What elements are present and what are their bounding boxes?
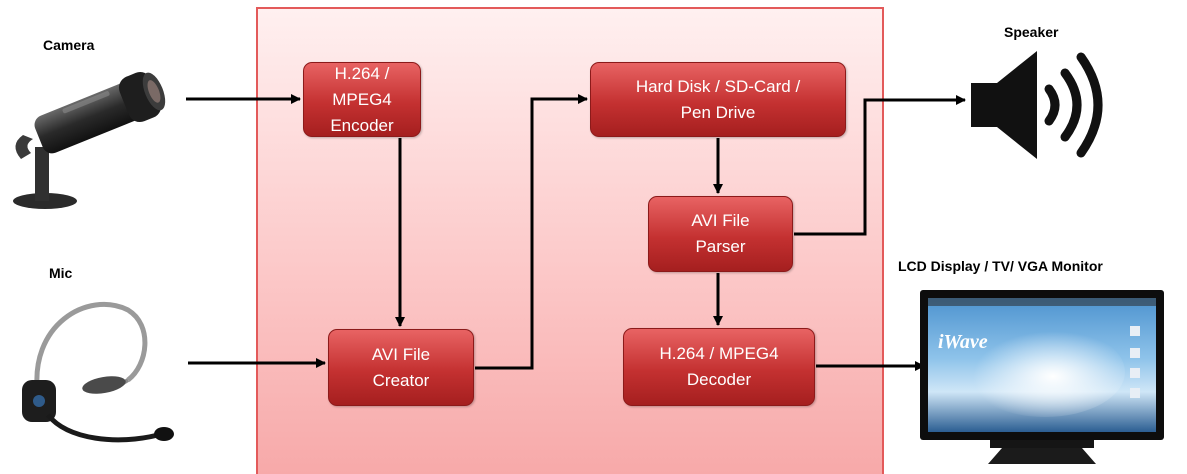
parser-line1: AVI File [691,211,750,230]
monitor-icon: iWave [920,290,1164,464]
speaker-icon [971,51,1103,159]
encoder-line1: H.264 / MPEG4 [332,63,392,109]
storage-block: Hard Disk / SD-Card / Pen Drive [590,62,846,137]
storage-line1: Hard Disk / SD-Card / [635,76,801,96]
headset-icon [22,302,174,443]
mic-label: Mic [49,265,73,281]
parser-block: AVI File Parser [648,196,793,272]
parser-line2: Parser [695,237,746,256]
decoder-line1: H.264 / MPEG4 [659,344,779,363]
camera-icon [13,72,166,209]
encoder-block: H.264 / MPEG4 Encoder [303,62,421,137]
camera-label: Camera [43,37,95,53]
decoder-line2: Decoder [686,370,752,389]
creator-line1: AVI File [371,344,431,364]
storage-line2: Pen Drive [680,102,756,122]
creator-block: AVI File Creator [328,329,474,406]
creator-line2: Creator [372,370,430,390]
speaker-label: Speaker [1004,24,1059,40]
decoder-block: H.264 / MPEG4 Decoder [623,328,815,406]
creator-to-storage-arrow [475,94,588,370]
display-label: LCD Display / TV/ VGA Monitor [898,258,1103,274]
screen-brand: iWave [938,331,988,353]
parser-to-speaker-arrow [794,95,966,236]
encoder-line2: Encoder [330,115,394,135]
